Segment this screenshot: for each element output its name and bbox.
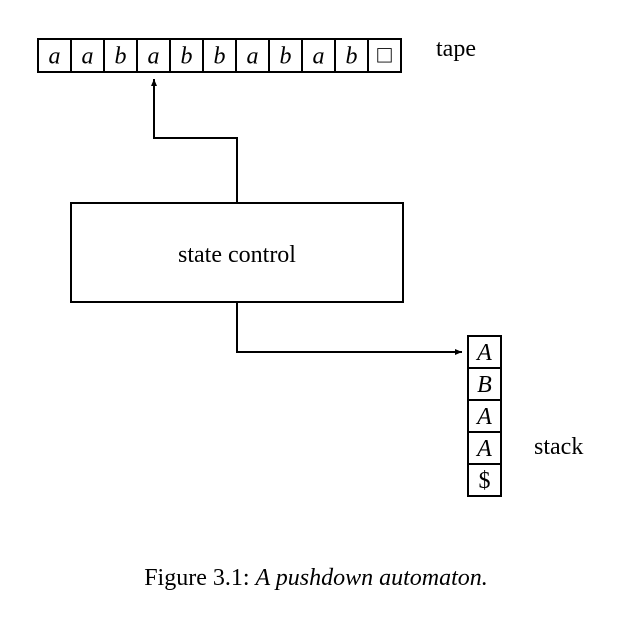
stack-cell-symbol: A bbox=[475, 340, 492, 366]
caption-prefix: Figure 3.1: bbox=[144, 565, 250, 591]
tape-cell-symbol: a bbox=[148, 44, 160, 70]
stack-label: stack bbox=[534, 434, 583, 460]
tape-cell-symbol: b bbox=[280, 44, 292, 70]
tape-cell-symbol: a bbox=[49, 44, 61, 70]
tape-cell-symbol: b bbox=[214, 44, 226, 70]
stack-cell-symbol: A bbox=[475, 404, 492, 430]
tape-cell-symbol: b bbox=[181, 44, 193, 70]
stack-cell-symbol: $ bbox=[479, 468, 491, 494]
tape-cell-symbol: b bbox=[115, 44, 127, 70]
stack-cell-symbol: A bbox=[475, 436, 492, 462]
tape-cell-symbol: b bbox=[346, 44, 358, 70]
figure-caption: Figure 3.1: A pushdown automaton. bbox=[0, 563, 632, 593]
stack-pointer-arrow bbox=[236, 302, 462, 355]
tape-cell-symbol: a bbox=[247, 44, 259, 70]
stack-cell-symbol: B bbox=[477, 372, 492, 398]
tape-cell-symbol: a bbox=[313, 44, 325, 70]
tape-blank-symbol: □ bbox=[377, 43, 392, 69]
state-control-label: state control bbox=[178, 242, 296, 268]
tape-head-arrow bbox=[151, 79, 238, 203]
tape-label: tape bbox=[436, 36, 476, 62]
tape-blank-cell bbox=[367, 38, 402, 73]
tape-cell-symbol: a bbox=[82, 44, 94, 70]
caption-text: A pushdown automaton. bbox=[255, 565, 488, 591]
stack-cell bbox=[467, 463, 502, 497]
